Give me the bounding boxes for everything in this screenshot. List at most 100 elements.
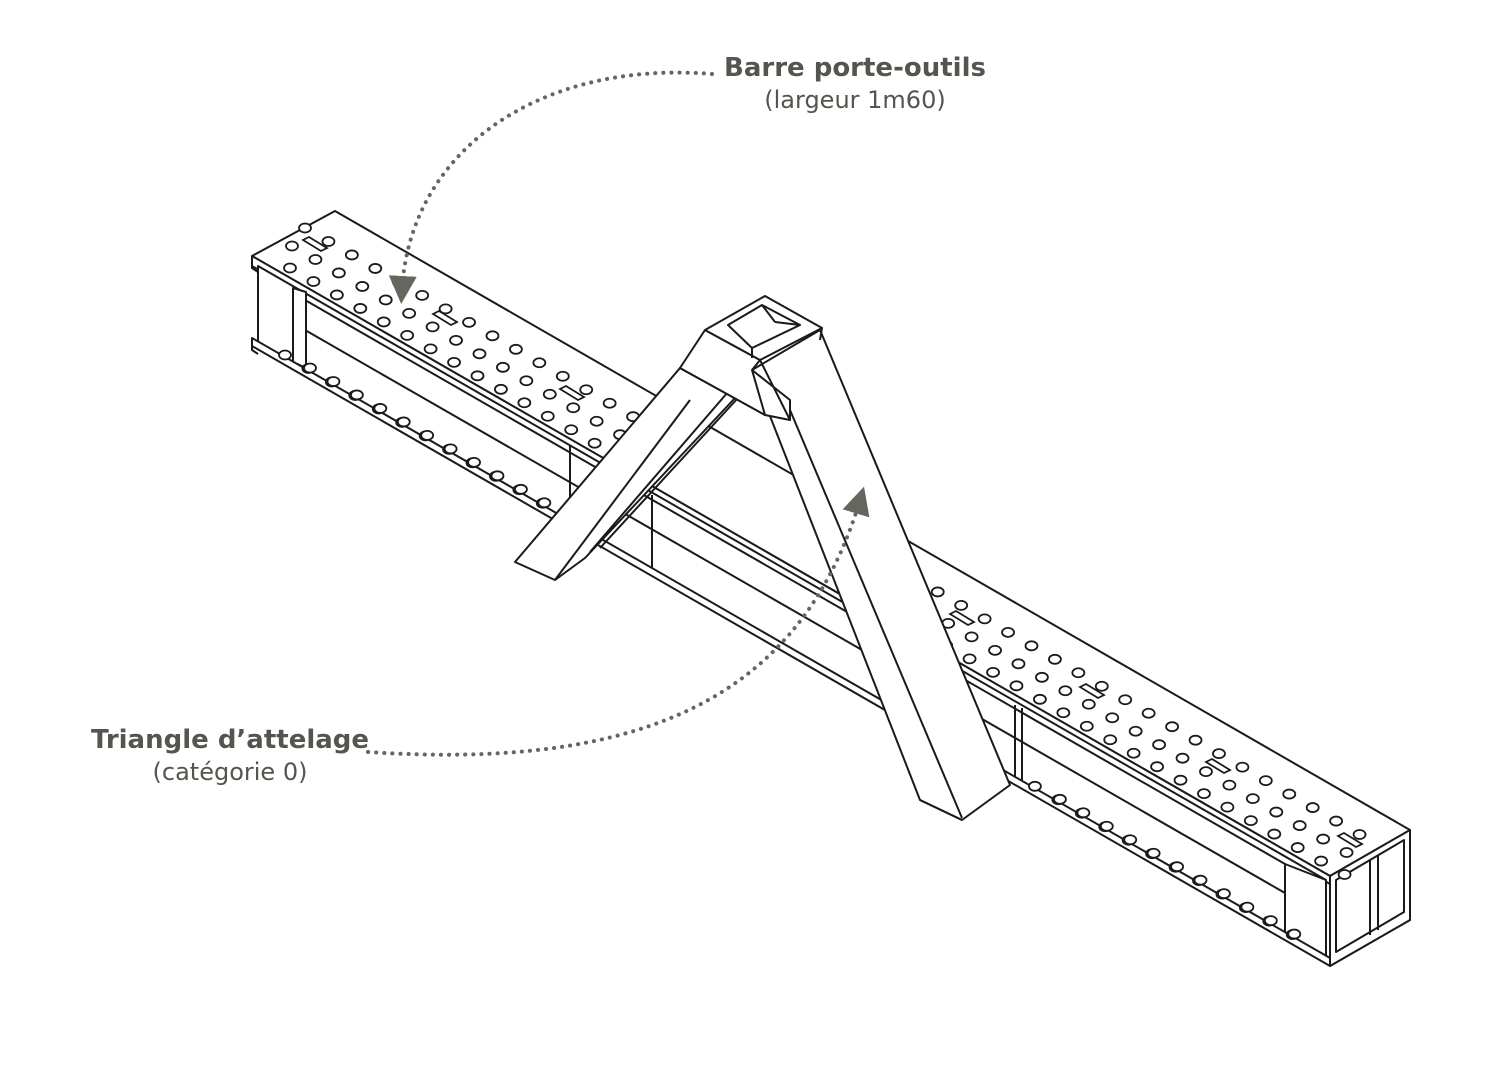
hole [321, 236, 336, 247]
hitch-left-leg [514, 367, 736, 581]
hole [1118, 694, 1133, 706]
hole [306, 276, 321, 287]
tool-bar-beam [251, 210, 1411, 967]
hole [1314, 855, 1329, 867]
slot [948, 609, 976, 627]
label-tool-bar: Barre porte-outils (largeur 1m60) [715, 52, 995, 115]
hole [1329, 815, 1344, 827]
hole [1056, 707, 1071, 719]
hole [1243, 815, 1258, 827]
hole [1094, 680, 1109, 692]
hole [1173, 774, 1188, 786]
hole [1079, 720, 1094, 732]
hole [1009, 680, 1024, 692]
hole [353, 303, 368, 314]
hole [1099, 820, 1114, 832]
hole [1240, 901, 1255, 913]
hole [1053, 793, 1067, 805]
hole [355, 281, 370, 292]
hole [423, 343, 438, 355]
hole [1267, 828, 1282, 840]
hole [537, 497, 552, 509]
hole [308, 254, 323, 265]
hole [509, 343, 523, 355]
hole [1170, 861, 1184, 873]
hole [396, 416, 411, 428]
hole [1128, 725, 1143, 737]
hole [514, 483, 528, 495]
hole [298, 222, 312, 234]
hole [1222, 779, 1237, 791]
mounting-holes [278, 222, 1367, 940]
slot [1204, 757, 1232, 775]
hole [1011, 658, 1026, 670]
hole [485, 330, 500, 342]
hole [1028, 780, 1042, 792]
hole [986, 666, 1000, 678]
hole [977, 613, 992, 625]
hole [540, 410, 555, 422]
hole [519, 375, 534, 387]
slot [1336, 831, 1364, 849]
hole [1292, 820, 1307, 831]
hole [368, 263, 383, 274]
hole [1212, 748, 1226, 760]
hole [1150, 761, 1164, 773]
hole [331, 267, 346, 279]
hole [1217, 888, 1231, 900]
hole [566, 402, 581, 414]
hole [1035, 671, 1049, 683]
hole [589, 415, 604, 427]
hole [1220, 801, 1235, 813]
hole [1352, 829, 1367, 840]
hole [1071, 667, 1086, 679]
hole [1282, 788, 1297, 800]
hole [490, 470, 505, 482]
hole [1305, 802, 1320, 813]
hole [303, 362, 317, 374]
label-hitch-triangle-subtitle: (catégorie 0) [152, 757, 308, 786]
hole [494, 383, 508, 395]
hole [602, 397, 617, 409]
hole [449, 334, 463, 346]
hole [964, 631, 979, 643]
hole [988, 644, 1002, 656]
hole [1316, 833, 1331, 845]
hole [1263, 915, 1278, 927]
label-hitch-triangle: Triangle d’attelage (catégorie 0) [80, 724, 380, 787]
hole [1152, 739, 1166, 751]
hole [1126, 747, 1141, 759]
hole [1105, 712, 1120, 724]
hole [564, 424, 579, 436]
hole [283, 262, 297, 274]
hole [278, 349, 292, 361]
hitch-triangle [514, 295, 1011, 821]
hole [555, 370, 570, 382]
hole [1146, 847, 1161, 859]
slot [431, 309, 459, 327]
slot [558, 384, 586, 402]
slot [1078, 682, 1106, 700]
hole [579, 384, 594, 396]
hole [1001, 626, 1015, 638]
hole [1188, 734, 1203, 746]
hole [420, 429, 435, 441]
hole [1290, 842, 1305, 853]
hole [425, 321, 440, 333]
hole [378, 294, 393, 306]
hole [532, 357, 547, 369]
hole [443, 443, 458, 455]
hole [472, 348, 487, 360]
hole [1024, 640, 1039, 652]
hole [1193, 874, 1208, 886]
hitch-right-leg [751, 329, 1011, 821]
label-tool-bar-title: Barre porte-outils [724, 53, 986, 83]
hole [1141, 707, 1156, 719]
hole [1339, 847, 1354, 858]
hole [1337, 869, 1352, 880]
hole [1165, 721, 1179, 733]
hole [1058, 685, 1073, 697]
hole [285, 240, 299, 252]
hole [402, 307, 417, 319]
